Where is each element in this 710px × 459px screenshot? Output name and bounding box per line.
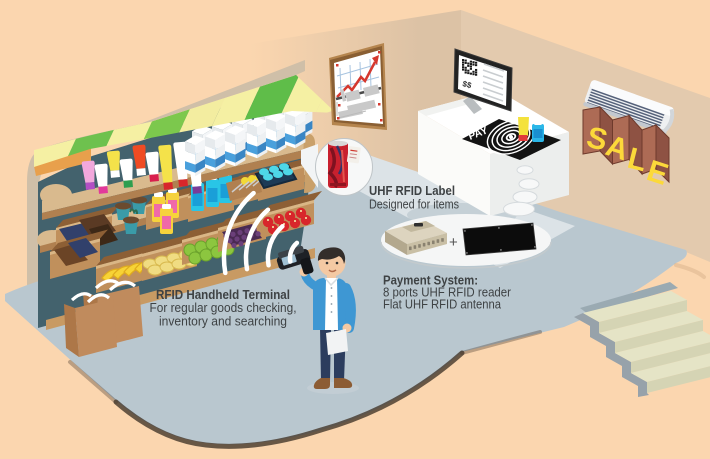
svg-text:Payment System:: Payment System: <box>383 273 478 288</box>
svg-text:RFID Handheld Terminal: RFID Handheld Terminal <box>156 287 290 302</box>
svg-text:Designed for items: Designed for items <box>369 197 459 212</box>
svg-text:8 ports UHF RFID reader: 8 ports UHF RFID reader <box>383 285 512 300</box>
svg-text:inventory and searching: inventory and searching <box>159 314 287 329</box>
svg-text:UHF RFID Label: UHF RFID Label <box>369 183 455 198</box>
svg-text:Flat UHF RFID antenna: Flat UHF RFID antenna <box>383 297 502 312</box>
svg-text:For regular goods checking,: For regular goods checking, <box>150 300 297 315</box>
svg-text:+: + <box>449 234 458 251</box>
svg-text:$$: $$ <box>462 79 473 90</box>
